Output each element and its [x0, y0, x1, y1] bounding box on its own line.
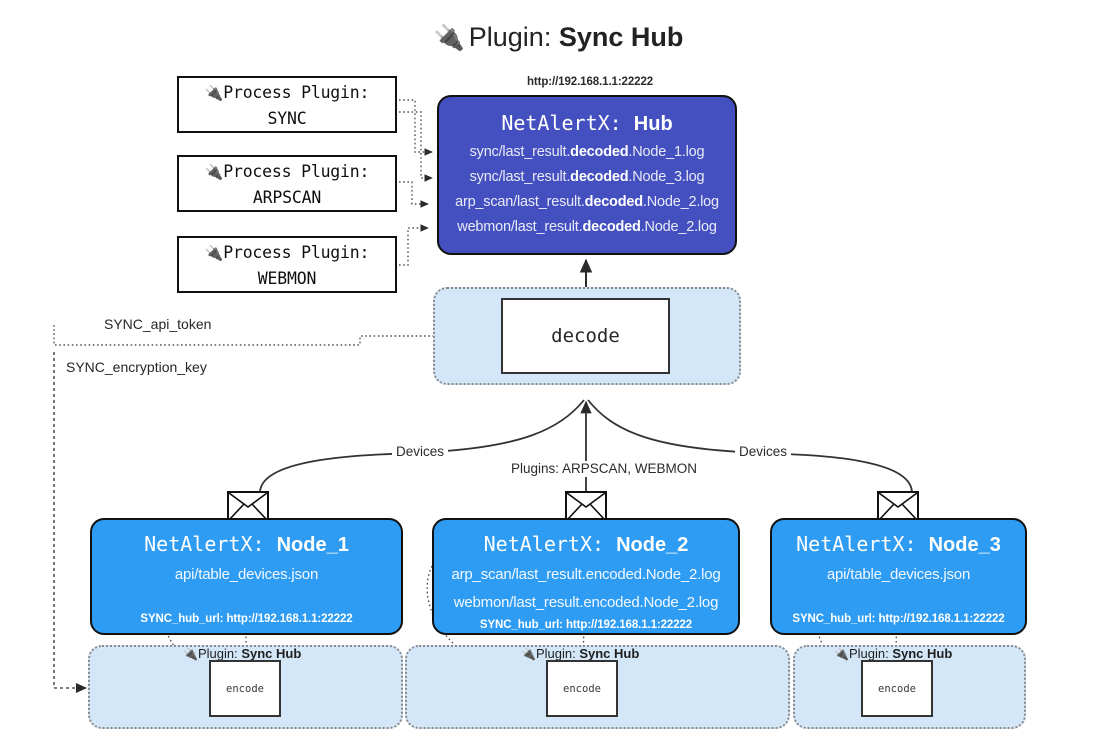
- hub-log-em: decoded: [584, 194, 643, 210]
- page-title-prefix: Plugin:: [468, 22, 552, 52]
- node-1-line-1: api/table_devices.json: [174, 566, 319, 583]
- sync-encryption-key-label: SYNC_encryption_key: [62, 359, 211, 376]
- hub-log-pre: sync/last_result.: [469, 169, 571, 185]
- node-title-prefix: NetAlertX:: [483, 532, 605, 556]
- plug-icon: 🔌: [834, 647, 849, 661]
- page-title: 🔌Plugin: Sync Hub: [0, 16, 1117, 59]
- node-3-footer: SYNC_hub_url: http://192.168.1.1:22222: [792, 613, 1005, 625]
- hub-log-post: .Node_2.log: [640, 219, 717, 235]
- envelope-icon: [565, 491, 607, 522]
- process-plugin-name: ARPSCAN: [252, 188, 322, 207]
- node-title-name: Node_2: [616, 534, 689, 556]
- node-3-line-1: api/table_devices.json: [826, 566, 971, 583]
- node-3[interactable]: NetAlertX: Node_3 api/table_devices.json…: [770, 518, 1027, 635]
- encode-box-1[interactable]: encode: [209, 660, 281, 717]
- plug-icon: 🔌: [433, 24, 465, 52]
- page-title-name: Sync Hub: [558, 22, 684, 52]
- node-2[interactable]: NetAlertX: Node_2 arp_scan/last_result.e…: [432, 518, 740, 635]
- encode-box-2[interactable]: encode: [546, 660, 618, 717]
- plug-icon: 🔌: [204, 84, 224, 102]
- node-2-title: NetAlertX: Node_2: [434, 528, 738, 561]
- process-plugin-label: Process Plugin:: [223, 162, 370, 181]
- process-plugin-name: WEBMON: [257, 269, 317, 288]
- node-2-footer: SYNC_hub_url: http://192.168.1.1:22222: [479, 619, 693, 631]
- edge-label-devices-right: Devices: [735, 444, 792, 460]
- hub-log-em: decoded: [582, 219, 641, 235]
- hub-url-label: http://192.168.1.1:22222: [526, 76, 654, 88]
- hub-log-pre: webmon/last_result.: [457, 219, 583, 235]
- hub-log-pre: sync/last_result.: [469, 144, 571, 160]
- node-1-title: NetAlertX: Node_1: [92, 528, 401, 561]
- edge-label-plugins-center: Plugins: ARPSCAN, WEBMON: [507, 461, 702, 477]
- process-plugin-name: SYNC: [267, 109, 307, 128]
- encoder-plugin-label-2: 🔌Plugin: Sync Hub: [521, 646, 639, 662]
- node-title-prefix: NetAlertX:: [144, 532, 265, 556]
- process-plugin-arpscan[interactable]: 🔌Process Plugin: ARPSCAN: [177, 155, 397, 212]
- node-3-title: NetAlertX: Node_3: [772, 528, 1025, 561]
- plug-icon: 🔌: [521, 647, 536, 661]
- hub-title: NetAlertX: Hub: [439, 107, 735, 140]
- node-1[interactable]: NetAlertX: Node_1 api/table_devices.json…: [90, 518, 403, 635]
- node-title-name: Node_1: [276, 534, 349, 556]
- encode-box-3[interactable]: encode: [861, 660, 933, 717]
- process-plugin-label: Process Plugin:: [223, 83, 370, 102]
- hub-node[interactable]: NetAlertX: Hub sync/last_result.decoded.…: [437, 95, 737, 255]
- node-title-prefix: NetAlertX:: [796, 532, 917, 556]
- encoder-plugin-name: Sync Hub: [241, 646, 302, 661]
- process-plugin-label: Process Plugin:: [223, 243, 370, 262]
- plug-icon: 🔌: [204, 244, 224, 262]
- encoder-plugin-label-3: 🔌Plugin: Sync Hub: [834, 646, 952, 662]
- sync-api-token-label: SYNC_api_token: [100, 316, 216, 333]
- encoder-plugin-prefix: Plugin:: [197, 646, 238, 661]
- hub-log-post: .Node_2.log: [642, 194, 719, 210]
- plug-icon: 🔌: [204, 163, 224, 181]
- encoder-plugin-name: Sync Hub: [892, 646, 953, 661]
- process-plugin-webmon[interactable]: 🔌Process Plugin: WEBMON: [177, 236, 397, 293]
- hub-log-2: sync/last_result.decoded.Node_3.log: [439, 165, 735, 190]
- hub-title-name: Hub: [633, 113, 673, 135]
- edge-label-devices-left: Devices: [392, 444, 449, 460]
- encoder-plugin-prefix: Plugin:: [848, 646, 889, 661]
- node-title-name: Node_3: [928, 534, 1001, 556]
- hub-log-pre: arp_scan/last_result.: [455, 194, 585, 210]
- node-1-footer: SYNC_hub_url: http://192.168.1.1:22222: [140, 613, 353, 625]
- hub-log-3: arp_scan/last_result.decoded.Node_2.log: [439, 190, 735, 215]
- node-2-line-1: arp_scan/last_result.encoded.Node_2.log: [451, 566, 721, 583]
- hub-log-4: webmon/last_result.decoded.Node_2.log: [439, 215, 735, 240]
- hub-title-prefix: NetAlertX:: [501, 111, 622, 135]
- process-plugin-sync[interactable]: 🔌Process Plugin: SYNC: [177, 76, 397, 133]
- plug-icon: 🔌: [183, 647, 198, 661]
- encoder-plugin-label-1: 🔌Plugin: Sync Hub: [183, 646, 301, 662]
- encoder-plugin-name: Sync Hub: [579, 646, 640, 661]
- hub-log-1: sync/last_result.decoded.Node_1.log: [439, 140, 735, 165]
- decode-box[interactable]: decode: [501, 298, 670, 374]
- hub-log-post: .Node_3.log: [628, 169, 705, 185]
- hub-log-em: decoded: [570, 144, 629, 160]
- hub-log-em: decoded: [570, 169, 629, 185]
- node-2-line-2: webmon/last_result.encoded.Node_2.log: [453, 594, 719, 611]
- hub-log-post: .Node_1.log: [628, 144, 705, 160]
- encoder-plugin-prefix: Plugin:: [535, 646, 576, 661]
